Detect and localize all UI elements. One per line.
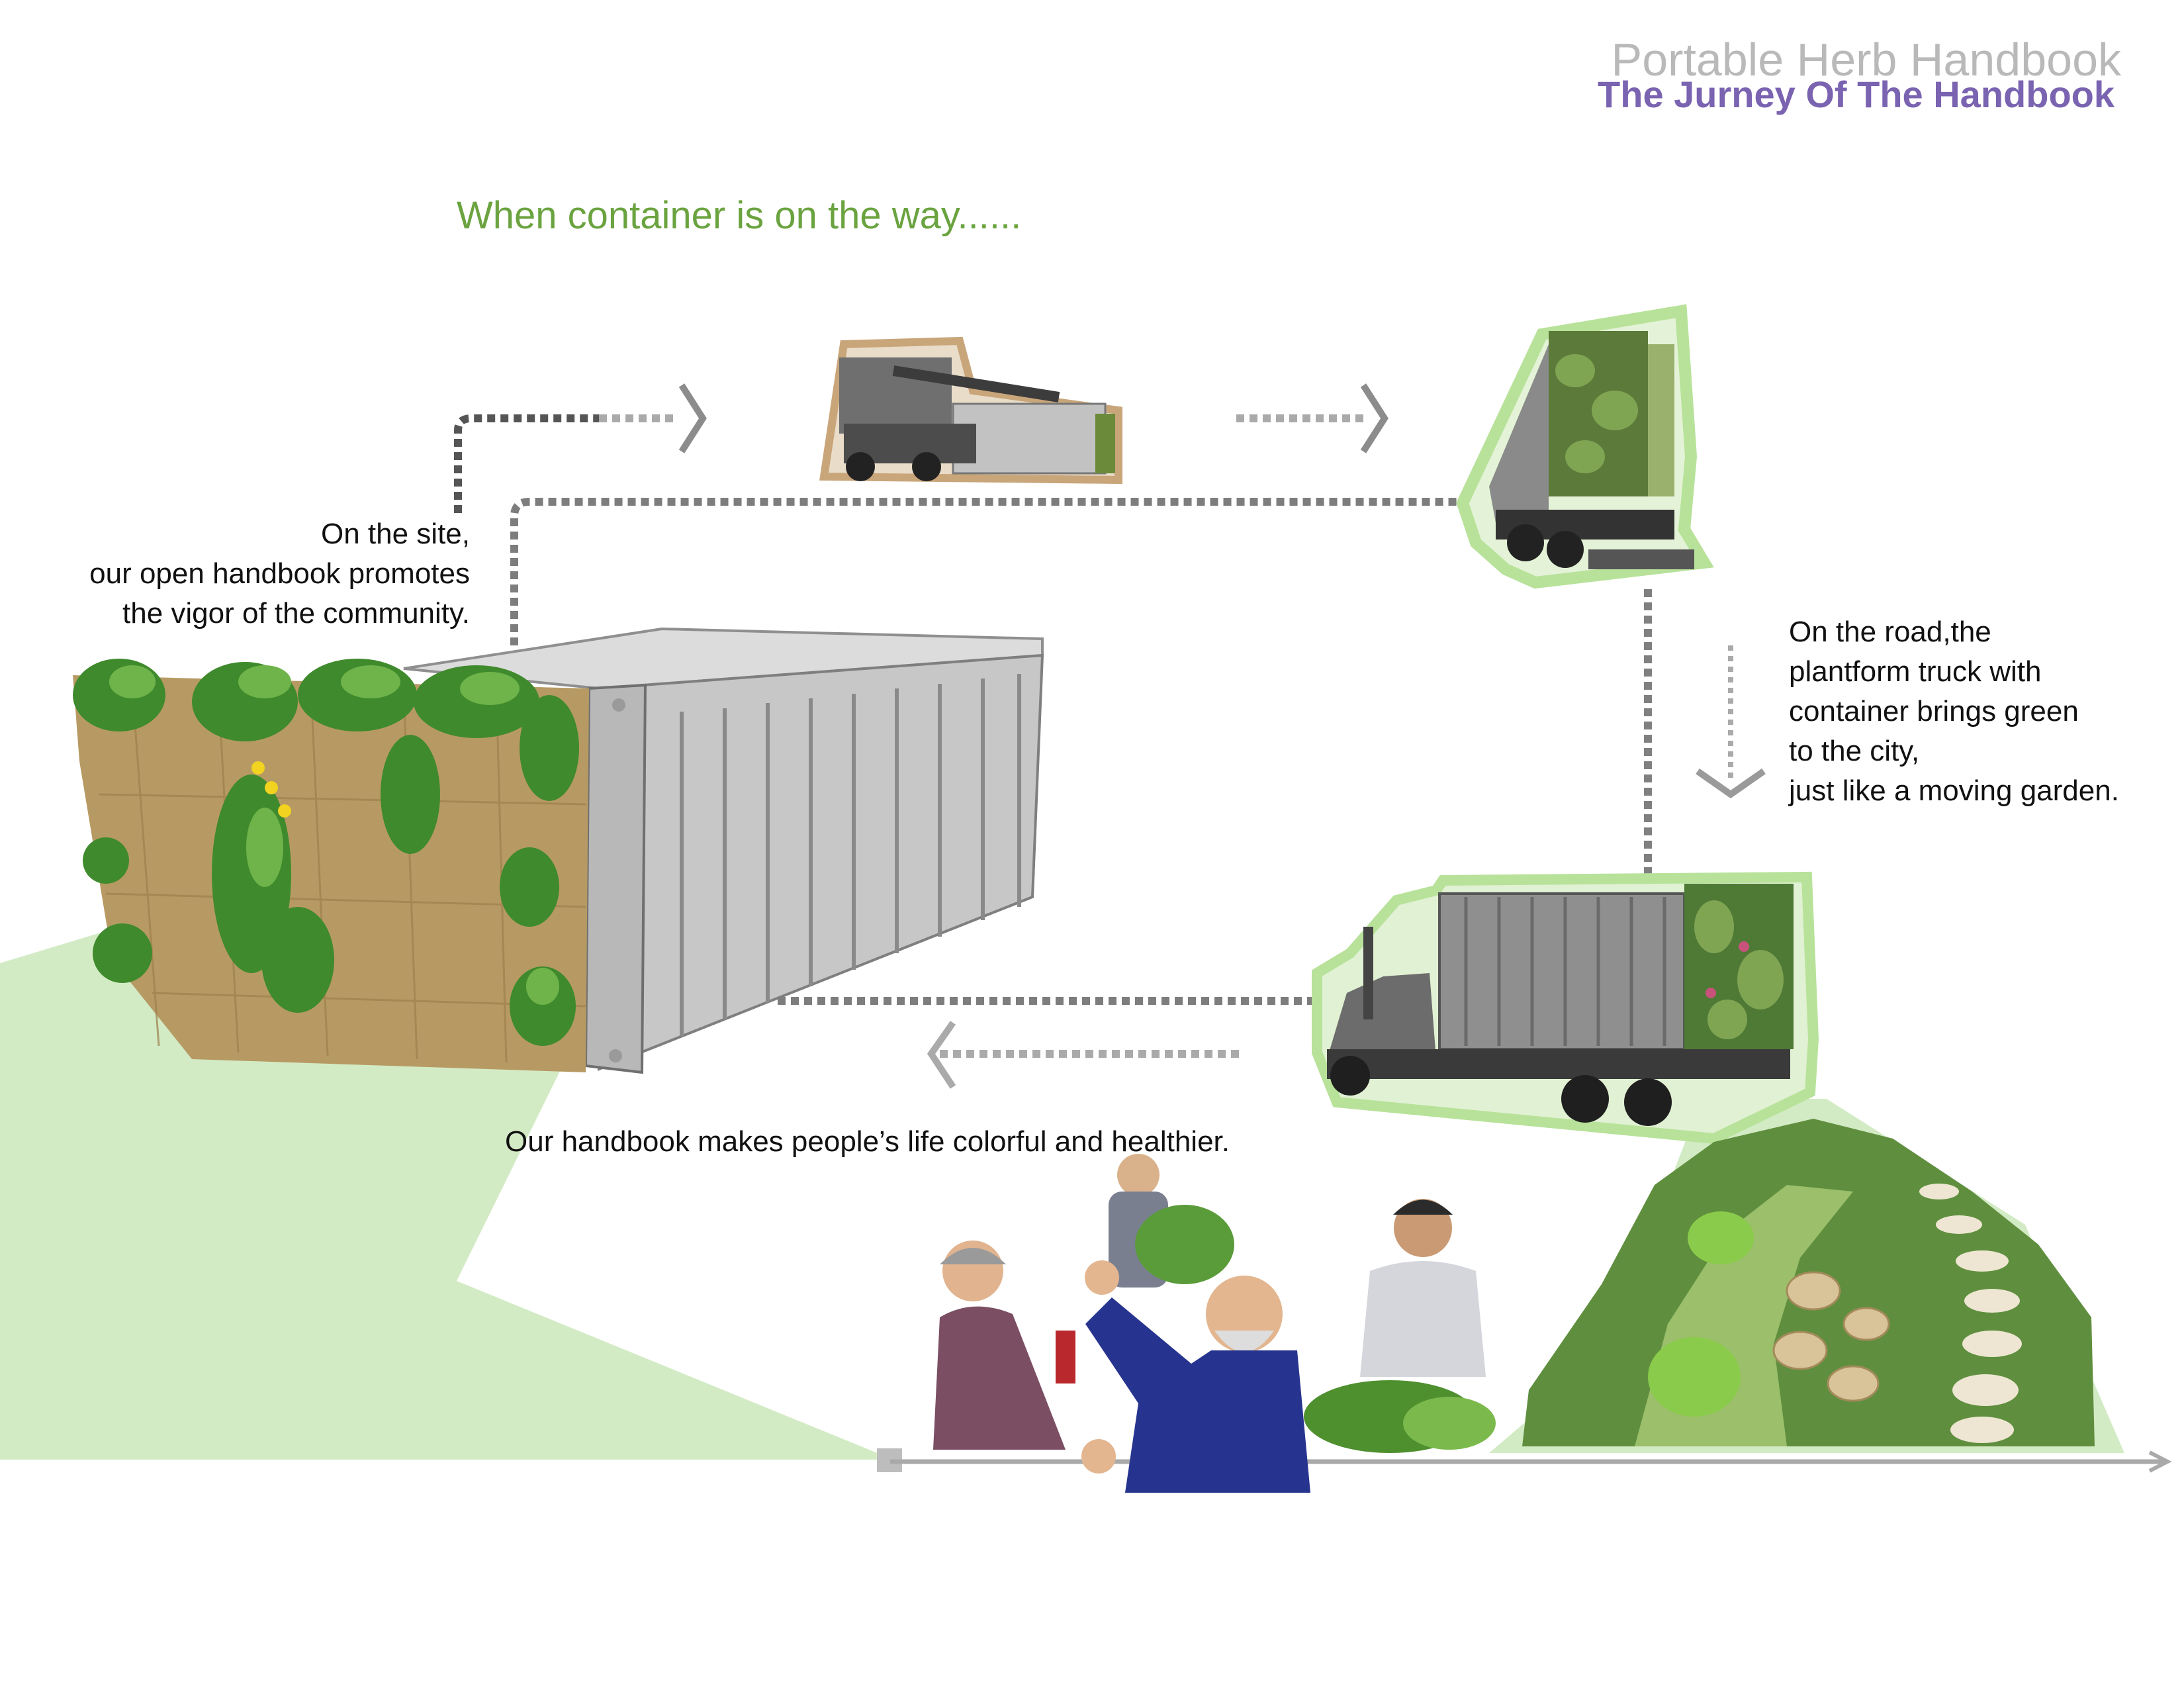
caption-on-road: On the road,the plantform truck with con… [1789, 612, 2119, 811]
section-heading: When container is on the way...... [457, 194, 1022, 237]
person-old-man [1081, 1260, 1310, 1493]
person-woman-beans [1304, 1199, 1496, 1453]
person-laughing-woman [933, 1241, 1075, 1450]
dotted-journey-path [454, 414, 1733, 1058]
ground-left-green [0, 930, 893, 1460]
page-subtitle: The Jurney Of The Handbook [1598, 73, 2115, 115]
caption-line: our open handbook promotes [89, 557, 470, 590]
caption-line: On the site, [320, 518, 470, 550]
path-inner-loop [510, 498, 1466, 645]
truck-with-garden-container [1456, 304, 1714, 589]
caption-line: On the road,the [1789, 616, 1991, 648]
caption-line: the vigor of the community. [122, 597, 470, 630]
caption-line: plantform truck with [1789, 655, 2042, 688]
person-woman-vegetables [1109, 1154, 1234, 1288]
caption-line: just like a moving garden. [1789, 774, 2119, 807]
caption-line: to the city, [1789, 735, 1920, 767]
caption-handbook: Our handbook makes people’s life colorfu… [505, 1125, 1230, 1158]
chevron-right-icon [678, 383, 707, 453]
community-people [933, 1154, 1496, 1493]
chevron-left-icon [927, 1021, 956, 1089]
chevron-right-icon [1360, 383, 1388, 453]
chevron-down-icon [1696, 768, 1766, 799]
platform-truck-with-container [1312, 871, 1819, 1145]
garden-path [1522, 1119, 2095, 1446]
path-top-left [454, 414, 599, 513]
page-title: Portable Herb Handbook [1611, 34, 2121, 85]
reach-stacker-forklift [819, 336, 1122, 485]
caption-on-site: On the site, our open handbook promotes … [89, 514, 470, 633]
caption-line: container brings green [1789, 695, 2079, 727]
container-with-green-wall [73, 627, 1044, 1074]
